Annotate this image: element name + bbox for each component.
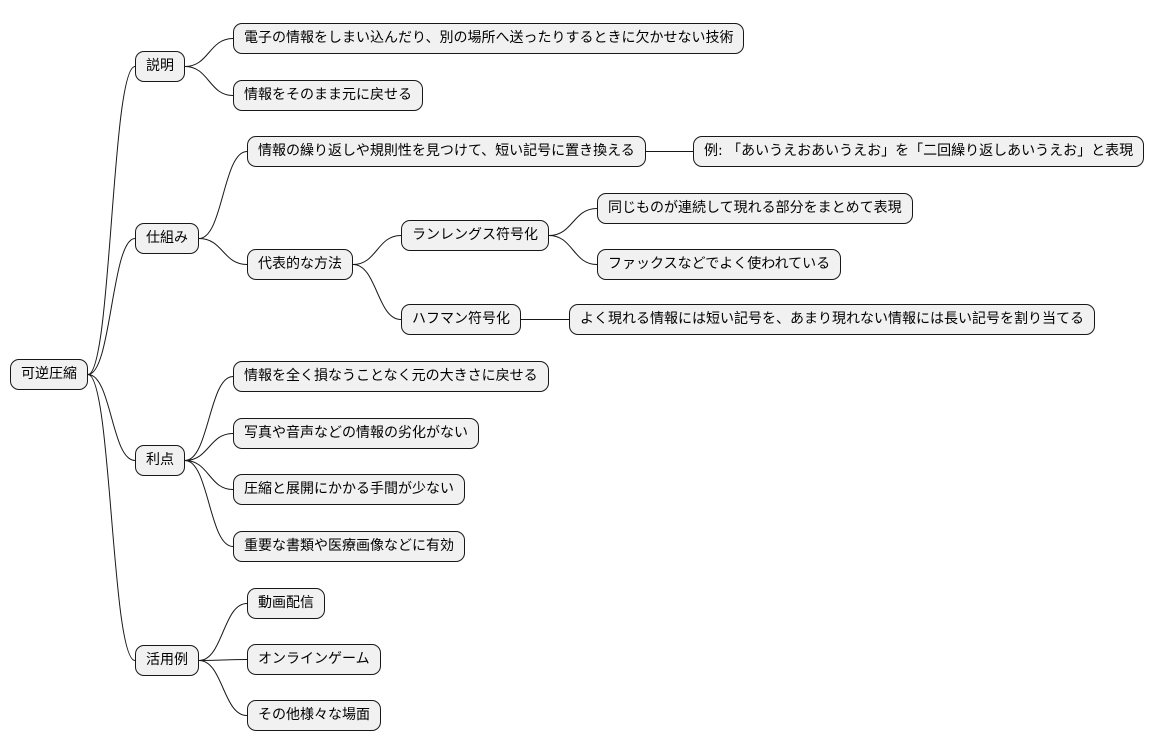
connector-riten-to-adv-3 bbox=[184, 460, 234, 490]
connector-methods-to-huffman bbox=[352, 264, 402, 320]
connector-katsuyourei-to-use-3 bbox=[198, 660, 248, 716]
node-representative-methods: 代表的な方法 bbox=[247, 249, 353, 280]
leaf-node-description-1: 電子の情報をしまい込んだり、別の場所へ送ったりするときに欠かせない技術 bbox=[233, 23, 745, 54]
connector-methods-to-rle bbox=[352, 235, 402, 265]
node-mechanism-detail: 情報の繰り返しや規則性を見つけて、短い記号に置き換える bbox=[247, 136, 646, 167]
leaf-node-advantage-2: 写真や音声などの情報の劣化がない bbox=[233, 418, 479, 449]
connector-riten-to-adv-2 bbox=[184, 433, 234, 461]
leaf-node-use-case-3: その他様々な場面 bbox=[247, 700, 381, 731]
leaf-node-use-case-1: 動画配信 bbox=[247, 588, 325, 619]
connector-katsuyourei-to-use-1 bbox=[198, 603, 248, 661]
connector-root-to-riten bbox=[87, 374, 136, 461]
connector-rle-to-detail-1 bbox=[548, 208, 598, 236]
connector-rle-to-detail-2 bbox=[548, 235, 598, 265]
connector-root-to-katsuyourei bbox=[87, 374, 136, 661]
leaf-node-huffman-detail: よく現れる情報には短い記号を、あまり現れない情報には長い記号を割り当てる bbox=[569, 304, 1095, 335]
connector-root-to-shikumi bbox=[87, 238, 136, 375]
branch-node-description: 説明 bbox=[135, 51, 185, 82]
connector-riten-to-adv-1 bbox=[184, 376, 234, 461]
leaf-node-rle-detail-1: 同じものが連続して現れる部分をまとめて表現 bbox=[597, 193, 913, 224]
connector-shikumi-to-mechanism bbox=[198, 151, 248, 239]
leaf-node-rle-detail-2: ファックスなどでよく使われている bbox=[597, 249, 842, 280]
branch-node-advantages: 利点 bbox=[135, 445, 185, 476]
root-node-reversible-compression: 可逆圧縮 bbox=[10, 359, 88, 390]
leaf-node-advantage-1: 情報を全く損なうことなく元の大きさに戻せる bbox=[233, 361, 549, 392]
leaf-node-advantage-4: 重要な書類や医療画像などに有効 bbox=[233, 531, 465, 562]
node-huffman-coding: ハフマン符号化 bbox=[401, 304, 521, 335]
connector-root-to-setsumei bbox=[87, 66, 136, 375]
connector-setsumei-to-desc-2 bbox=[184, 66, 234, 96]
connector-shikumi-to-methods bbox=[198, 238, 248, 265]
branch-node-mechanism: 仕組み bbox=[135, 223, 199, 254]
connector-riten-to-adv-4 bbox=[184, 460, 234, 547]
leaf-node-advantage-3: 圧縮と展開にかかる手間が少ない bbox=[233, 474, 465, 505]
branch-node-use-cases: 活用例 bbox=[135, 645, 199, 676]
connector-katsuyourei-to-use-2 bbox=[198, 659, 248, 661]
node-run-length-encoding: ランレングス符号化 bbox=[401, 220, 549, 251]
leaf-node-use-case-2: オンラインゲーム bbox=[247, 644, 381, 675]
leaf-node-example: 例: 「あいうえおあいうえお」を「二回繰り返しあいうえお」と表現 bbox=[693, 136, 1145, 167]
leaf-node-description-2: 情報をそのまま元に戻せる bbox=[233, 80, 423, 111]
connector-setsumei-to-desc-1 bbox=[184, 38, 234, 67]
